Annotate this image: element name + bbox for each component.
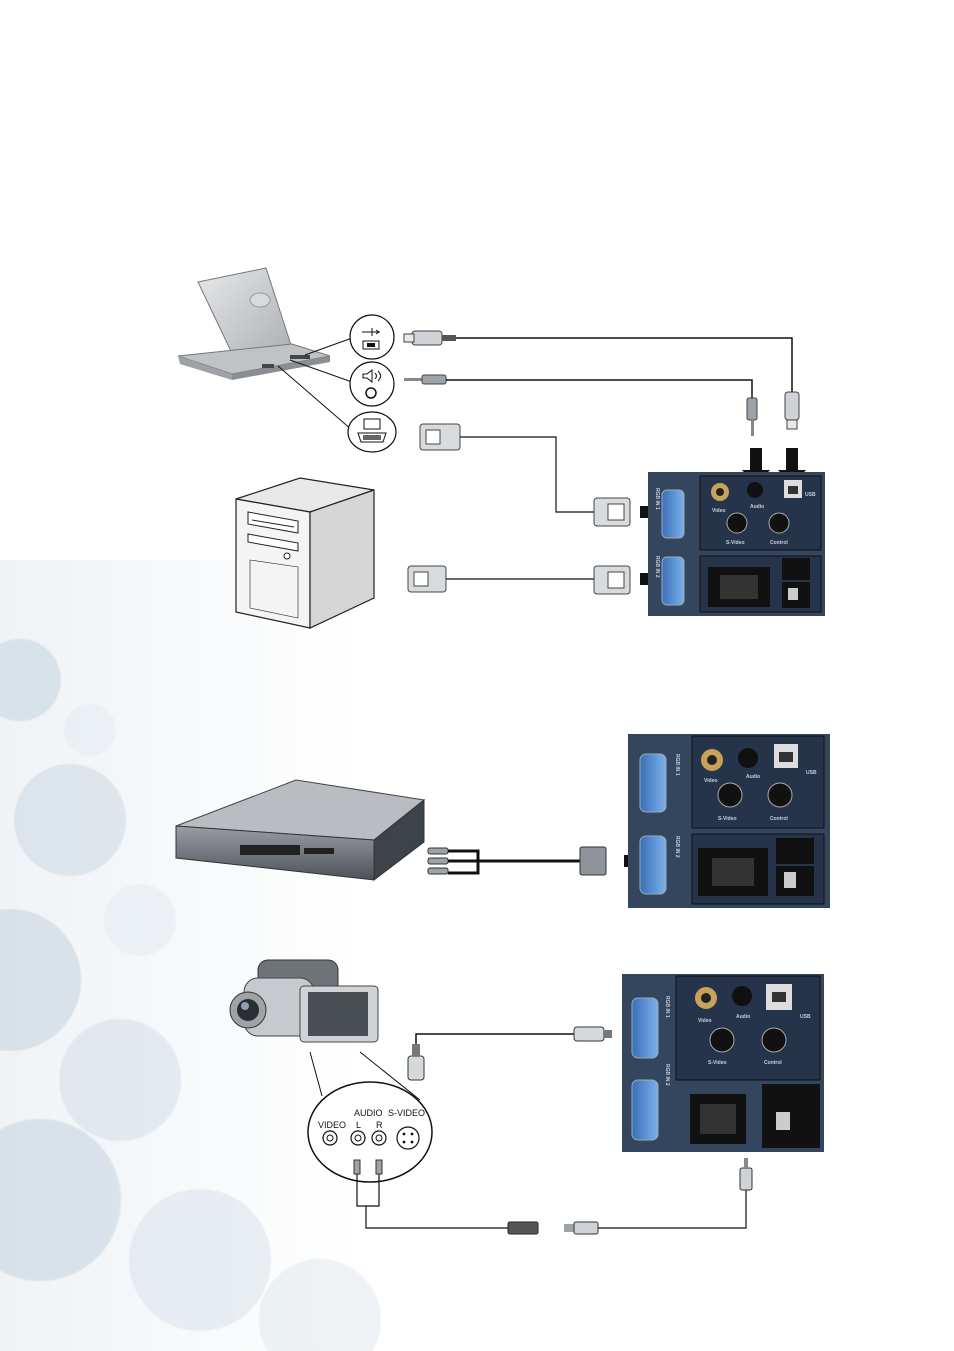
speaker-icon — [350, 362, 394, 406]
jack-left-label: L — [356, 1120, 361, 1130]
dvd-player — [176, 780, 424, 880]
projector-panel-1: Video Audio USB S-Video Control RGB IN 1… — [648, 472, 825, 616]
panel2-audio-label: Audio — [746, 774, 760, 780]
panel3-rgb1-label: RGB IN 1 — [664, 996, 670, 1018]
jack-right-label: R — [376, 1120, 383, 1130]
projector-panel-2: Video Audio USB S-Video Control RGB IN 1… — [628, 734, 830, 908]
jack-audio-label: AUDIO — [354, 1108, 383, 1118]
panel-usb-label: USB — [805, 492, 816, 498]
monitor-icon — [348, 412, 396, 452]
panel2-usb-label: USB — [806, 770, 817, 776]
usb-icon — [350, 315, 394, 359]
laptop — [178, 268, 330, 380]
jack-svideo-label: S-VIDEO — [388, 1108, 425, 1118]
panel3-video-label: Video — [698, 1018, 712, 1024]
projector-panel-3: Video Audio USB S-Video Control RGB IN 1… — [622, 974, 824, 1152]
vga-cable-1 — [420, 424, 630, 526]
callout-line-left — [310, 1052, 322, 1096]
panel3-usb-label: USB — [800, 1014, 811, 1020]
panel3-control-label: Control — [764, 1060, 782, 1066]
panel-rgb1-label: RGB IN 1 — [654, 488, 660, 510]
camcorder-jack-panel: VIDEO AUDIO L R S-VIDEO — [308, 1082, 432, 1182]
camcorder — [230, 960, 378, 1042]
panel-rgb2-label: RGB IN 2 — [654, 556, 660, 578]
desktop-computer — [236, 478, 374, 628]
panel2-rgb2-label: RGB IN 2 — [674, 836, 680, 858]
panel-control-label: Control — [770, 540, 788, 546]
panel-svideo-label: S-Video — [726, 540, 745, 546]
panel2-video-label: Video — [704, 778, 718, 784]
vga-cable-2 — [408, 566, 630, 594]
jack-video-label: VIDEO — [318, 1120, 346, 1130]
panel2-control-label: Control — [770, 816, 788, 822]
panel2-svideo-label: S-Video — [718, 816, 737, 822]
component-cable — [428, 847, 656, 875]
panel3-audio-label: Audio — [736, 1014, 750, 1020]
panel3-rgb2-label: RGB IN 2 — [664, 1064, 670, 1086]
panel2-rgb1-label: RGB IN 1 — [674, 754, 680, 776]
panel3-svideo-label: S-Video — [708, 1060, 727, 1066]
panel-audio-label: Audio — [750, 504, 764, 510]
panel-video-label: Video — [712, 508, 726, 514]
